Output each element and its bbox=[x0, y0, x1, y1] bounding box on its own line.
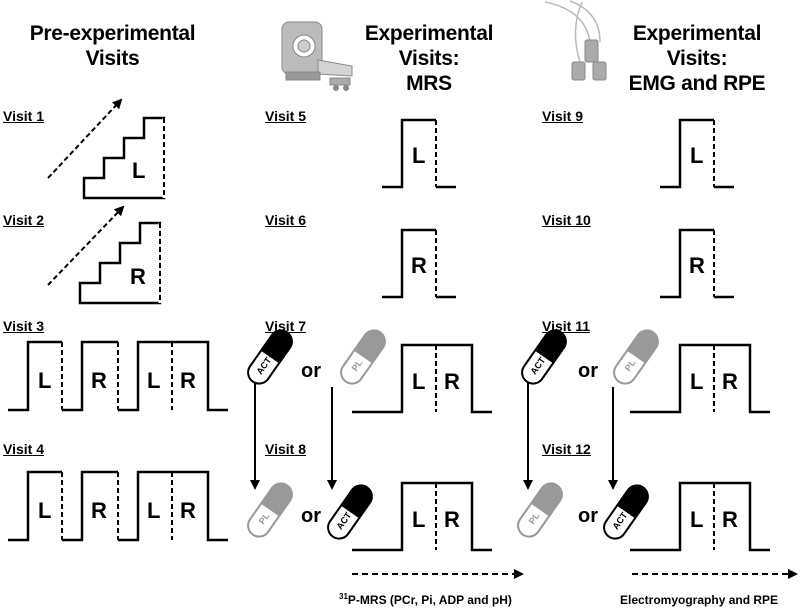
header-mrs-line1: Experimental Visits: bbox=[364, 22, 494, 70]
footer-emg-caption: Electromyography and RPE bbox=[620, 593, 778, 607]
visit-8-label: Visit 8 bbox=[265, 441, 306, 457]
footer-mrs-caption: 31P-MRS (PCr, Pi, ADP and pH) bbox=[339, 592, 512, 607]
visit-12-label: Visit 12 bbox=[542, 441, 591, 457]
visit-4-left-label-2: L bbox=[147, 498, 160, 523]
visit-1-left-label: L bbox=[132, 158, 145, 183]
footer-emg-text: Electromyography and RPE bbox=[620, 593, 779, 607]
header-emg-line1: Experimental Visits: bbox=[632, 22, 762, 70]
visit-5-left-label: L bbox=[412, 143, 425, 168]
visit-11-or-1: or bbox=[578, 360, 598, 382]
header-emg: Experimental Visits: EMG and RPE bbox=[602, 21, 792, 96]
visit-4-left-label-1: L bbox=[38, 498, 51, 523]
visit-8-pulse bbox=[352, 481, 492, 552]
footer-mrs-superscript: 31 bbox=[339, 592, 348, 601]
visit-3-left-label-2: L bbox=[147, 368, 160, 393]
visit-7-right-label: R bbox=[444, 369, 460, 394]
visit-2-right-label: R bbox=[130, 264, 146, 289]
visit-6-label: Visit 6 bbox=[265, 212, 306, 228]
visit-6-right-label: R bbox=[411, 253, 427, 278]
visit-10-label: Visit 10 bbox=[542, 212, 591, 228]
visit-9-pulse bbox=[660, 118, 734, 189]
visit-11-active-capsule-icon: ACT bbox=[521, 329, 567, 385]
visit-2-label: Visit 2 bbox=[3, 212, 44, 228]
visit-11-pulse bbox=[630, 343, 770, 414]
header-mrs: Experimental Visits: MRS bbox=[334, 21, 524, 96]
visit-9-left-label: L bbox=[690, 143, 703, 168]
visit-10-pulse bbox=[660, 228, 734, 299]
visit-8-or-1: or bbox=[301, 505, 321, 527]
visit-12-active-capsule-icon: ACT bbox=[603, 484, 649, 540]
visit-4-pulse-train bbox=[8, 470, 228, 542]
visit-7-label: Visit 7 bbox=[265, 318, 306, 334]
visit-5-pulse bbox=[382, 118, 456, 189]
emg-electrodes-icon bbox=[544, 0, 607, 81]
visit-1-staircase: L bbox=[47, 98, 166, 200]
visit-3-right-label-2: R bbox=[180, 368, 196, 393]
visit-8-left-label: L bbox=[412, 507, 425, 532]
visit-4-right-label-2: R bbox=[180, 498, 196, 523]
visit-7-pulse bbox=[352, 343, 492, 414]
visit-8-active-capsule-icon: ACT bbox=[327, 484, 373, 540]
header-emg-line2: EMG and RPE bbox=[628, 72, 766, 95]
visit-12-right-label: R bbox=[722, 507, 738, 532]
visit-12-or-1: or bbox=[578, 505, 598, 527]
visit-3-pulse-train bbox=[8, 340, 228, 412]
header-pre-line1: Pre-experimental bbox=[29, 22, 196, 45]
visit-12-pulse bbox=[630, 481, 770, 552]
visit-7-left-label: L bbox=[412, 369, 425, 394]
visit-11-placebo-capsule-icon: PL bbox=[613, 329, 659, 385]
visit-9-label: Visit 9 bbox=[542, 108, 583, 124]
visit-5-label: Visit 5 bbox=[265, 108, 306, 124]
visit-7-placebo-capsule-icon: PL bbox=[340, 329, 386, 385]
visit-6-pulse bbox=[382, 228, 456, 299]
visit-12-left-label: L bbox=[690, 507, 703, 532]
mri-scanner-icon bbox=[281, 21, 353, 91]
visit-3-right-label-1: R bbox=[91, 368, 107, 393]
visit-12-placebo-capsule-icon: PL bbox=[517, 482, 563, 538]
visit-11-right-label: R bbox=[722, 369, 738, 394]
visit-7-or-1: or bbox=[301, 360, 321, 382]
footer-mrs-text: P-MRS (PCr, Pi, ADP and pH) bbox=[347, 593, 512, 607]
visit-2-staircase: R bbox=[47, 205, 162, 305]
header-mrs-line2: MRS bbox=[406, 72, 452, 95]
visit-3-label: Visit 3 bbox=[3, 318, 44, 334]
visit-11-left-label: L bbox=[690, 369, 703, 394]
visit-4-label: Visit 4 bbox=[3, 441, 44, 457]
visit-10-right-label: R bbox=[689, 253, 705, 278]
visit-1-label: Visit 1 bbox=[3, 108, 44, 124]
header-pre-experimental: Pre-experimental Visits bbox=[15, 21, 210, 71]
visit-3-left-label-1: L bbox=[38, 368, 51, 393]
header-pre-line2: Visits bbox=[85, 47, 140, 70]
visit-8-right-label: R bbox=[444, 507, 460, 532]
visit-8-placebo-capsule-icon: PL bbox=[247, 482, 293, 538]
visit-4-right-label-1: R bbox=[91, 498, 107, 523]
visit-7-active-capsule-icon: ACT bbox=[247, 329, 293, 385]
